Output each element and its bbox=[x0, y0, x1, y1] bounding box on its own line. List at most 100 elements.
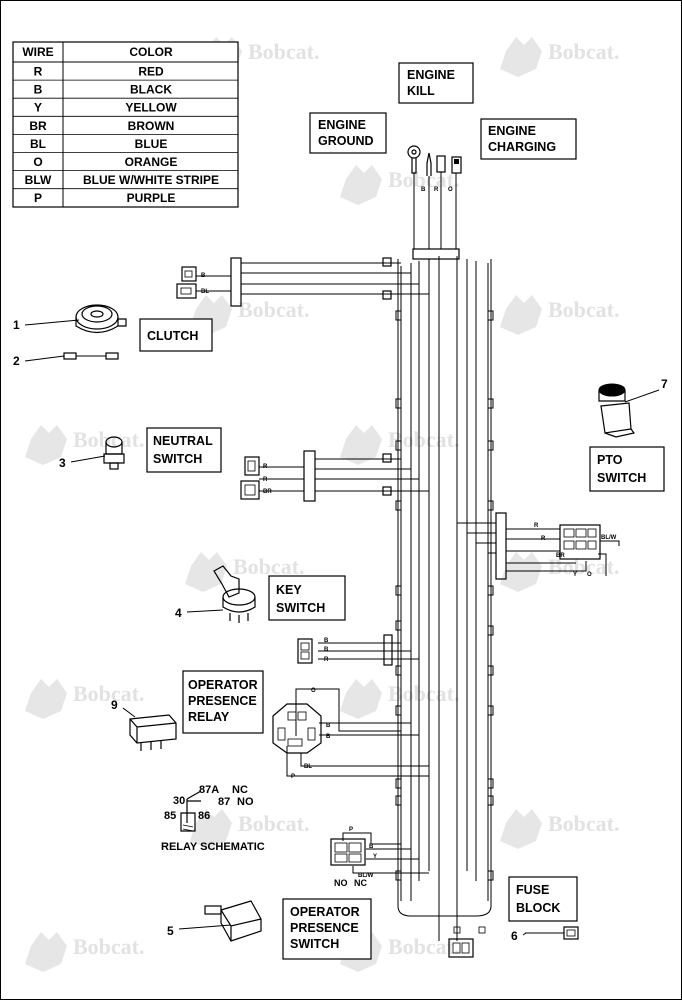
legend-header-color: COLOR bbox=[129, 45, 173, 59]
watermark: Bobcat. bbox=[500, 809, 620, 849]
relay-branch: O B B BL P bbox=[272, 688, 429, 780]
key-switch-connector-icon bbox=[297, 638, 313, 664]
svg-text:BL: BL bbox=[304, 764, 312, 770]
engine-connections: B R O bbox=[407, 145, 462, 260]
watermark: Bobcat. bbox=[190, 809, 310, 849]
svg-text:PRESENCE: PRESENCE bbox=[188, 694, 257, 708]
pto-connector-icon bbox=[559, 524, 601, 560]
pto-switch-label: PTO SWITCH bbox=[589, 446, 665, 492]
svg-text:Bobcat.: Bobcat. bbox=[248, 39, 320, 64]
svg-text:ENGINE: ENGINE bbox=[318, 118, 366, 132]
legend-header-wire: WIRE bbox=[22, 45, 53, 59]
legend-row-code: BR bbox=[29, 119, 47, 133]
svg-text:B: B bbox=[421, 187, 426, 193]
svg-text:O: O bbox=[587, 572, 592, 578]
operator-presence-switch-icon bbox=[204, 900, 262, 942]
svg-text:R: R bbox=[534, 523, 539, 529]
watermark: Bobcat. bbox=[25, 679, 145, 719]
svg-text:BL/W: BL/W bbox=[601, 535, 617, 541]
svg-text:FUSE: FUSE bbox=[516, 883, 549, 897]
svg-text:P: P bbox=[291, 774, 295, 780]
svg-text:Bobcat.: Bobcat. bbox=[238, 811, 310, 836]
callout-5: 5 bbox=[167, 924, 174, 938]
svg-text:BL/W: BL/W bbox=[358, 873, 374, 879]
svg-text:SWITCH: SWITCH bbox=[290, 937, 339, 951]
svg-text:85: 85 bbox=[164, 810, 176, 822]
svg-text:BR: BR bbox=[263, 489, 272, 495]
neutral-switch-icon bbox=[103, 436, 125, 470]
legend-row-color: BROWN bbox=[128, 119, 175, 133]
svg-text:P: P bbox=[349, 827, 353, 833]
callout-4: 4 bbox=[175, 606, 182, 620]
svg-text:OPERATOR: OPERATOR bbox=[188, 678, 258, 692]
neutral-connector-icon bbox=[240, 456, 260, 500]
engine-charging-label: ENGINE CHARGING bbox=[480, 118, 577, 160]
svg-text:OPERATOR: OPERATOR bbox=[290, 905, 360, 919]
watermark: Bobcat. bbox=[25, 425, 145, 465]
legend-row-color: RED bbox=[138, 65, 164, 79]
callout-3: 3 bbox=[59, 456, 66, 470]
clutch-icon bbox=[75, 304, 127, 334]
svg-text:BR: BR bbox=[556, 553, 565, 559]
svg-text:NC: NC bbox=[232, 784, 248, 796]
fuse-icon bbox=[525, 926, 579, 940]
svg-text:Bobcat.: Bobcat. bbox=[73, 427, 145, 452]
legend-row-color: YELLOW bbox=[125, 101, 177, 115]
relay-schematic: 87A NC 30 87 NO 85 86 RELAY SCHEMATIC bbox=[161, 784, 265, 853]
legend-row-code: BLW bbox=[25, 173, 52, 187]
svg-text:B: B bbox=[324, 638, 329, 644]
fuse-holder-icon bbox=[448, 938, 474, 958]
svg-text:Bobcat.: Bobcat. bbox=[73, 934, 145, 959]
callout-7: 7 bbox=[661, 377, 668, 391]
svg-text:BL: BL bbox=[201, 289, 209, 295]
operator-presence-relay-label: OPERATOR PRESENCE RELAY bbox=[182, 670, 264, 734]
callout-1: 1 bbox=[13, 318, 20, 332]
legend-row-color: BLUE W/WHITE STRIPE bbox=[83, 173, 219, 187]
svg-text:O: O bbox=[311, 688, 316, 694]
key-switch-icon bbox=[213, 565, 256, 623]
key-switch-branch: B B R bbox=[297, 634, 419, 666]
svg-text:R: R bbox=[263, 464, 268, 470]
svg-text:CLUTCH: CLUTCH bbox=[147, 329, 198, 343]
legend-row-color: PURPLE bbox=[127, 191, 176, 205]
key-switch-label: KEY SWITCH bbox=[268, 575, 346, 621]
legend-row-code: Y bbox=[34, 101, 42, 115]
relay-connector-icon bbox=[272, 703, 322, 754]
svg-text:ENGINE: ENGINE bbox=[407, 68, 455, 82]
watermark: Bobcat. bbox=[340, 679, 460, 719]
operator-switch-branch: P B Y BL/W NO NC bbox=[330, 827, 429, 888]
fuse-block-label: FUSE BLOCK bbox=[508, 876, 578, 922]
clutch-connector-icon bbox=[176, 266, 197, 299]
svg-text:87: 87 bbox=[218, 796, 230, 808]
svg-text:Bobcat.: Bobcat. bbox=[388, 934, 460, 959]
svg-text:Bobcat.: Bobcat. bbox=[388, 681, 460, 706]
legend-row-color: BLUE bbox=[135, 137, 168, 151]
pto-switch-icon bbox=[598, 383, 636, 438]
svg-text:PTO: PTO bbox=[597, 453, 623, 467]
svg-text:R: R bbox=[263, 477, 268, 483]
svg-text:Y: Y bbox=[373, 854, 377, 860]
ring-terminal-icon bbox=[407, 145, 421, 159]
watermark: Bobcat. bbox=[185, 552, 305, 592]
svg-text:B: B bbox=[324, 647, 329, 653]
legend-row-code: B bbox=[34, 83, 43, 97]
svg-text:Bobcat.: Bobcat. bbox=[388, 167, 460, 192]
svg-text:R: R bbox=[324, 657, 329, 663]
relay-schematic-caption: RELAY SCHEMATIC bbox=[161, 841, 265, 853]
svg-text:NO: NO bbox=[334, 878, 348, 888]
operator-switch-connector-icon bbox=[330, 838, 366, 866]
pto-switch-branch: R R BR Y O BL/W bbox=[457, 512, 620, 580]
engine-ground-label: ENGINE GROUND bbox=[309, 112, 387, 154]
svg-text:CHARGING: CHARGING bbox=[488, 140, 556, 154]
svg-text:Bobcat.: Bobcat. bbox=[548, 811, 620, 836]
fuse-connector bbox=[448, 926, 486, 958]
svg-text:NO: NO bbox=[237, 796, 254, 808]
callout-9: 9 bbox=[111, 698, 118, 712]
svg-text:B: B bbox=[201, 273, 206, 279]
svg-text:Bobcat.: Bobcat. bbox=[238, 297, 310, 322]
watermark: Bobcat. bbox=[500, 295, 620, 335]
svg-text:Y: Y bbox=[573, 572, 577, 578]
